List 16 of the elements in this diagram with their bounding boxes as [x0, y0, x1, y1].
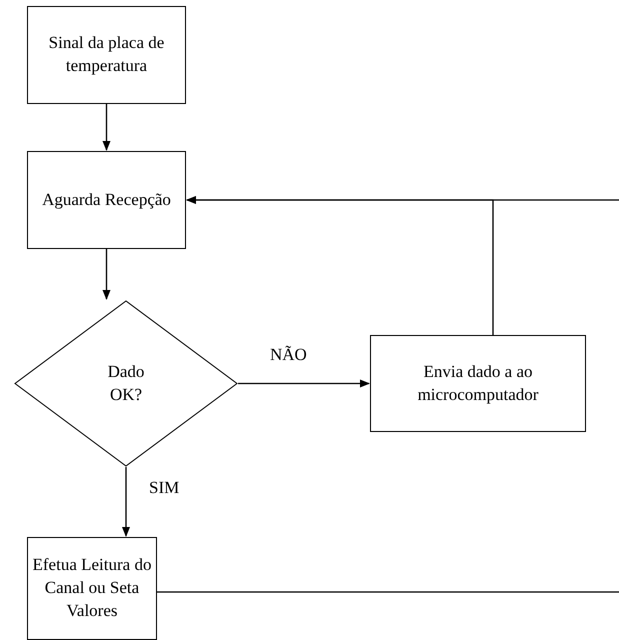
arrow	[238, 380, 370, 388]
process-box	[370, 335, 586, 432]
arrow	[102, 104, 110, 151]
arrow	[122, 467, 130, 537]
node-text: Sinal da placa de temperatura	[48, 32, 166, 77]
connector-line	[157, 591, 619, 593]
node-text: Envia dado a ao microcomputador	[416, 360, 540, 406]
decision-diamond	[14, 300, 238, 467]
arrow	[102, 249, 110, 300]
node-text: Aguarda Recepção	[41, 188, 172, 211]
process-box	[27, 151, 186, 249]
node-text: Dado OK?	[106, 360, 146, 406]
process-box	[27, 6, 186, 104]
arrow	[186, 196, 619, 204]
node-text: Efetua Leitura do Canal ou Seta Valores	[32, 554, 152, 622]
process-box	[27, 537, 157, 640]
